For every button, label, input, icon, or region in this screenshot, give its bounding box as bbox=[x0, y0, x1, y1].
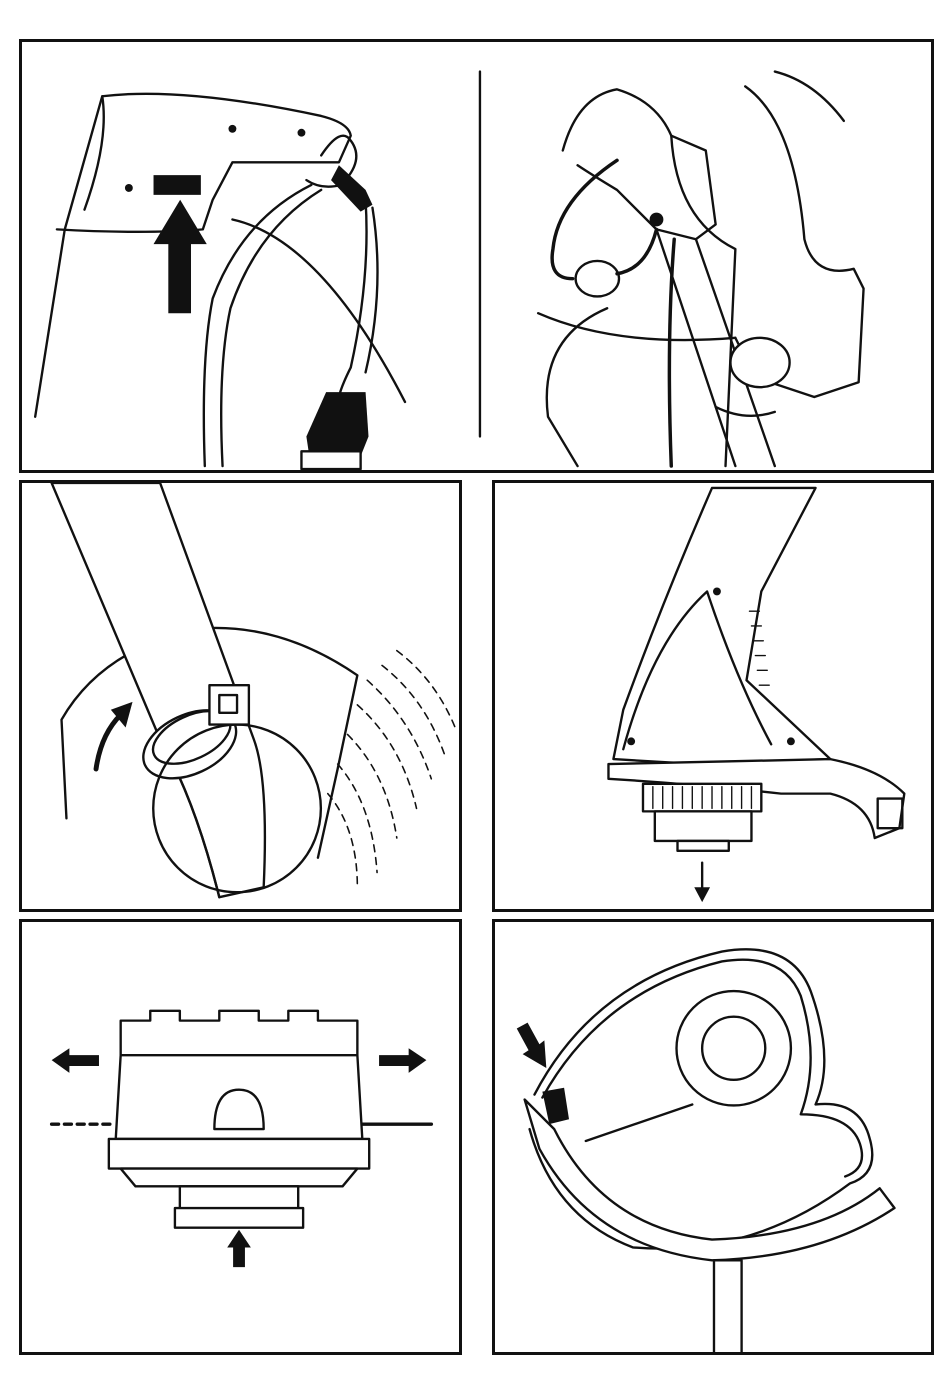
spool-removal-illustration bbox=[495, 483, 931, 909]
trimming-rotation-illustration bbox=[22, 483, 459, 909]
arrow-right-icon bbox=[379, 1048, 426, 1073]
arrow-up-icon bbox=[154, 200, 207, 313]
switch-handle-illustration bbox=[22, 42, 931, 470]
top-illustration-panel bbox=[19, 39, 934, 473]
trimming-rotation-panel bbox=[19, 480, 462, 912]
arrow-down-right-icon bbox=[517, 1023, 547, 1068]
arrow-left-icon bbox=[52, 1048, 99, 1073]
arrow-up-icon bbox=[227, 1230, 251, 1267]
arrow-down-icon bbox=[694, 887, 710, 902]
spool-line-feed-illustration bbox=[22, 922, 459, 1352]
guard-attachment-panel bbox=[492, 919, 934, 1355]
guard-attachment-illustration bbox=[495, 922, 931, 1352]
spool-line-feed-panel bbox=[19, 919, 462, 1355]
spool-removal-panel bbox=[492, 480, 934, 912]
rotation-arrow-icon bbox=[96, 715, 121, 769]
